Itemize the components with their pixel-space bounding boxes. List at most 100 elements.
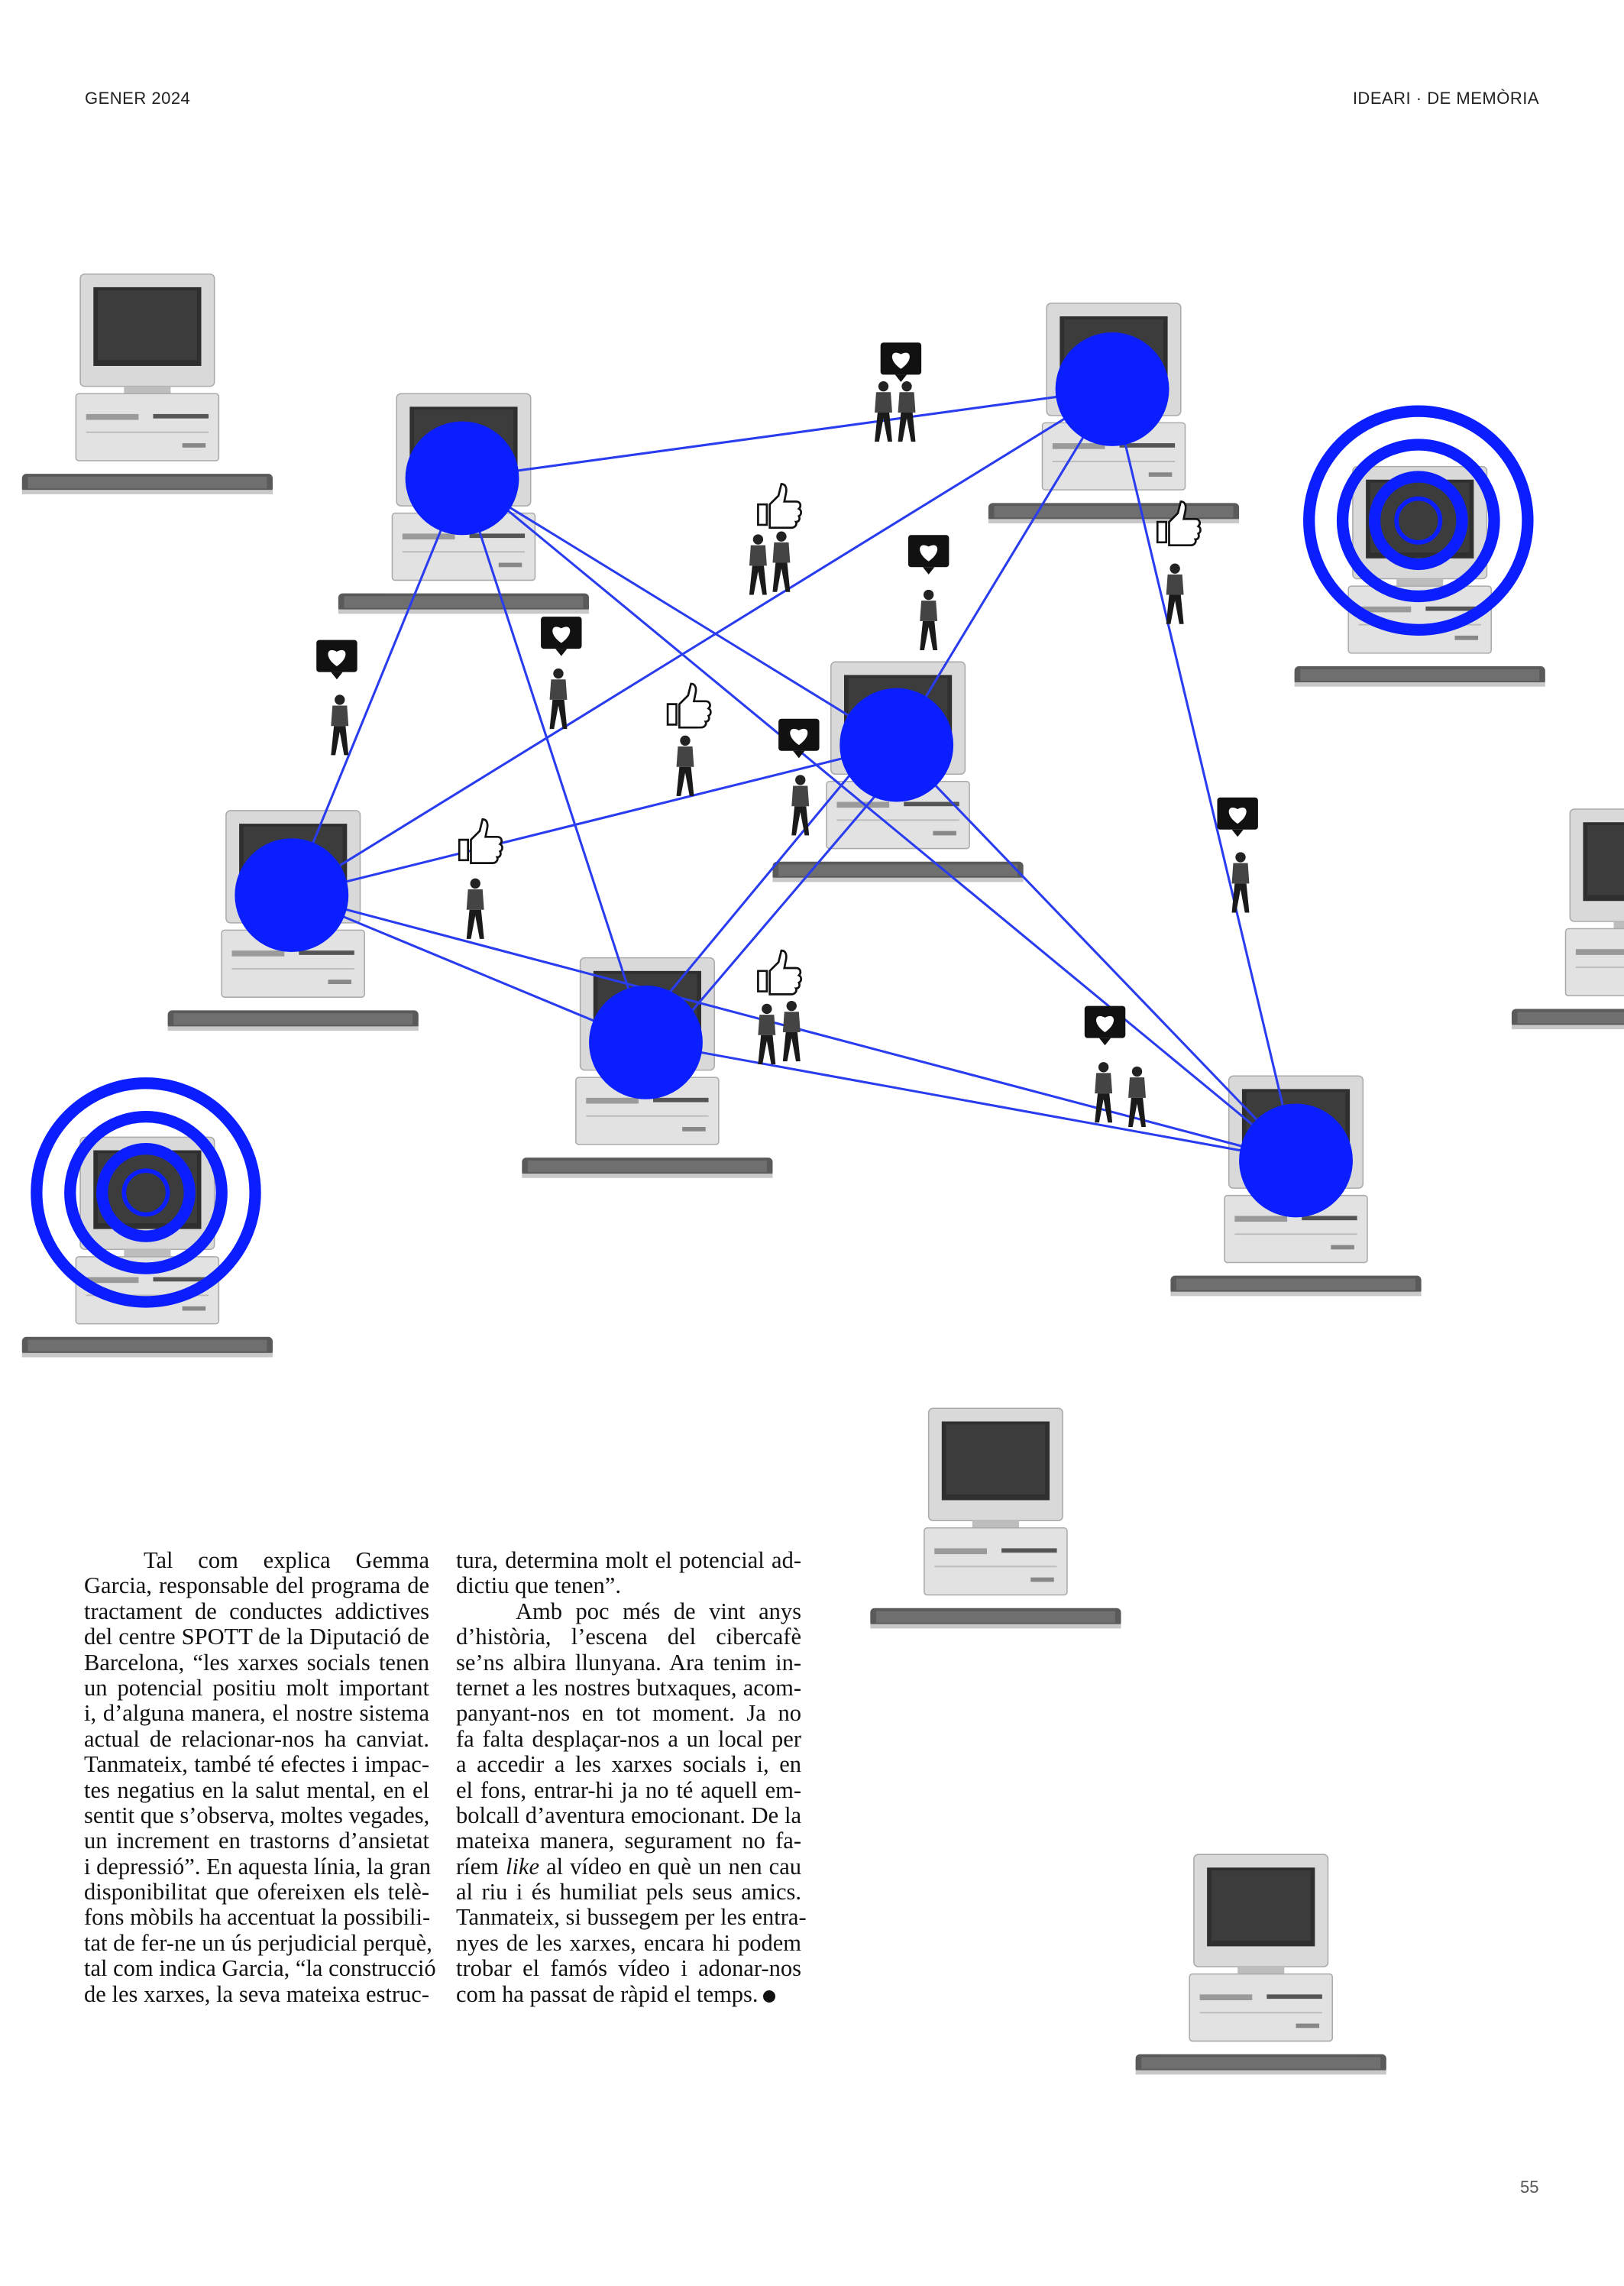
text-line: fons mòbils ha accentuat la possibili- (84, 1904, 431, 1931)
connection-line (461, 477, 898, 746)
text-segment: a accedir a les xarxes socials i, en (456, 1751, 801, 1778)
text-line: ternet a les nostres butxaques, acom- (456, 1674, 801, 1701)
text-line: tura, determina molt el potencial ad- (456, 1547, 801, 1573)
computer-icon (21, 273, 273, 495)
person-figure-icon (466, 878, 484, 939)
target-rings-icon (31, 1077, 261, 1308)
connection-lines (290, 387, 1297, 1162)
text-segment: tractament de conductes addictives (84, 1598, 429, 1624)
text-line: Tanmateix, també té efectes i impac- (84, 1751, 429, 1778)
text-segment: actual de relacionar-nos ha canviat. (84, 1725, 429, 1752)
person-figure-icon (1095, 1062, 1113, 1123)
text-segment: Amb poc més de vint anys (516, 1598, 801, 1624)
heart-bubble-icon (316, 639, 357, 680)
person-figure-icon (772, 531, 791, 592)
person-figure-icon (920, 589, 938, 651)
node-circle (589, 985, 703, 1099)
issue-date: GENER 2024 (85, 89, 191, 108)
text-line: mateixa manera, segurament no fa- (456, 1828, 801, 1854)
text-segment: dictiu que tenen”. (456, 1572, 621, 1599)
connection-line (291, 743, 898, 897)
text-segment: tal com indica Garcia, “la construcció (84, 1955, 436, 1982)
text-segment: trobar el famós vídeo i adonar-nos (456, 1955, 801, 1982)
thumbs-up-icon (458, 818, 503, 864)
thumbs-up-icon (757, 949, 803, 996)
text-line: com ha passat de ràpid el temps. (456, 1981, 801, 2007)
person-figure-icon (1166, 563, 1184, 624)
text-line: panyant-nos en tot moment. Ja no (456, 1701, 801, 1726)
text-segment: panyant-nos en tot moment. Ja no (456, 1700, 801, 1727)
person-figure-icon (898, 380, 916, 442)
text-line: a accedir a les xarxes socials i, en (456, 1751, 801, 1778)
text-line: Tal com explica Gemma (84, 1547, 429, 1573)
text-segment: Tal com explica Gemma (144, 1547, 429, 1573)
text-line: del centre SPOTT de la Diputació de (84, 1624, 429, 1650)
page-number: 55 (1520, 2178, 1539, 2197)
person-figure-icon (791, 775, 810, 836)
connection-line (291, 894, 647, 1044)
text-line: tat de fer-ne un ús perjudicial perquè, (84, 1930, 432, 1956)
text-segment: nyes de les xarxes, encara hi podem (456, 1929, 801, 1956)
text-segment: i, d’alguna manera, el nostre sistema (84, 1700, 429, 1727)
connection-line (290, 388, 1113, 896)
person-figure-icon (749, 534, 767, 595)
text-line: Tanmateix, si bussegem per les entra- (456, 1905, 807, 1930)
text-segment: del centre SPOTT de la Diputació de (84, 1624, 429, 1650)
text-line: actual de relacionar-nos ha canviat. (84, 1725, 429, 1752)
text-segment: un increment en trastorns d’ansietat (84, 1828, 429, 1854)
italic-term: like (505, 1853, 539, 1880)
text-line: tractament de conductes addictives (84, 1598, 429, 1624)
person-figure-icon (875, 380, 892, 442)
text-line: dictiu que tenen”. (456, 1573, 801, 1598)
text-segment: Garcia, responsable del programa de (84, 1572, 429, 1599)
end-of-article-icon (762, 1990, 775, 2003)
heart-bubble-icon (880, 342, 922, 382)
node-circle (405, 421, 519, 536)
node-circle (235, 838, 349, 953)
person-figure-icon (758, 1003, 776, 1064)
thumbs-up-icon (757, 483, 803, 529)
text-line: i depressió”. En aquesta línia, la gran (84, 1854, 431, 1880)
text-segment: d’història, l’escena del cibercafè (456, 1624, 801, 1650)
text-segment: fa falta desplaçar-nos a un local per (456, 1725, 801, 1752)
node-circle (1055, 332, 1169, 446)
heart-bubble-icon (907, 535, 949, 575)
heart-bubble-icon (1217, 797, 1258, 837)
text-segment: de les xarxes, la seva mateixa estruc- (84, 1980, 429, 2007)
text-segment: al vídeo en què un nen cau (539, 1853, 801, 1880)
thumbs-up-icon (666, 682, 712, 729)
connection-line (658, 753, 912, 1051)
text-line: al riu i és humiliat pels seus amics. (456, 1879, 801, 1905)
text-line: bolcall d’aventura emocionant. De la (456, 1802, 801, 1828)
computer-icon (869, 1407, 1122, 1630)
text-line: ríem like al vídeo en què un nen cau (456, 1854, 801, 1880)
text-segment: ríem (456, 1853, 506, 1880)
computer-icon (1134, 1854, 1387, 2076)
text-line: d’història, l’escena del cibercafè (456, 1624, 801, 1650)
text-line: i, d’alguna manera, el nostre sistema (84, 1701, 429, 1726)
text-line: un increment en trastorns d’ansietat (84, 1828, 429, 1854)
text-segment: mateixa manera, segurament no fa- (456, 1828, 801, 1854)
text-segment: fons mòbils ha accentuat la possibili- (84, 1904, 431, 1931)
text-segment: Tanmateix, també té efectes i impac- (84, 1751, 429, 1778)
person-figure-icon (676, 735, 694, 796)
node-circle (1239, 1103, 1353, 1218)
text-segment: tura, determina molt el potencial ad- (456, 1547, 801, 1573)
text-segment: se’ns albira llunyana. Ara tenim in- (456, 1649, 801, 1676)
text-segment: el fons, entrar-hi ja no té aquell em- (456, 1776, 801, 1803)
text-segment: un potencial positiu molt important (84, 1674, 429, 1701)
text-line: sentit que s’observa, moltes vegades, (84, 1802, 429, 1828)
text-segment: Barcelona, “les xarxes socials tenen (84, 1649, 429, 1676)
text-segment: ternet a les nostres butxaques, acom- (456, 1674, 801, 1701)
node-circle (839, 688, 954, 802)
connection-line (461, 387, 1113, 480)
heart-bubble-icon (1084, 1005, 1126, 1046)
article-column-2: tura, determina molt el potencial ad-dic… (456, 1547, 807, 2007)
text-line: tes negatius en la salut mental, en el (84, 1777, 429, 1803)
text-line: el fons, entrar-hi ja no té aquell em- (456, 1776, 801, 1803)
network-nodes (235, 332, 1353, 1218)
connection-line (895, 744, 1297, 1161)
text-segment: Tanmateix, si bussegem per les entra- (456, 1904, 807, 1931)
